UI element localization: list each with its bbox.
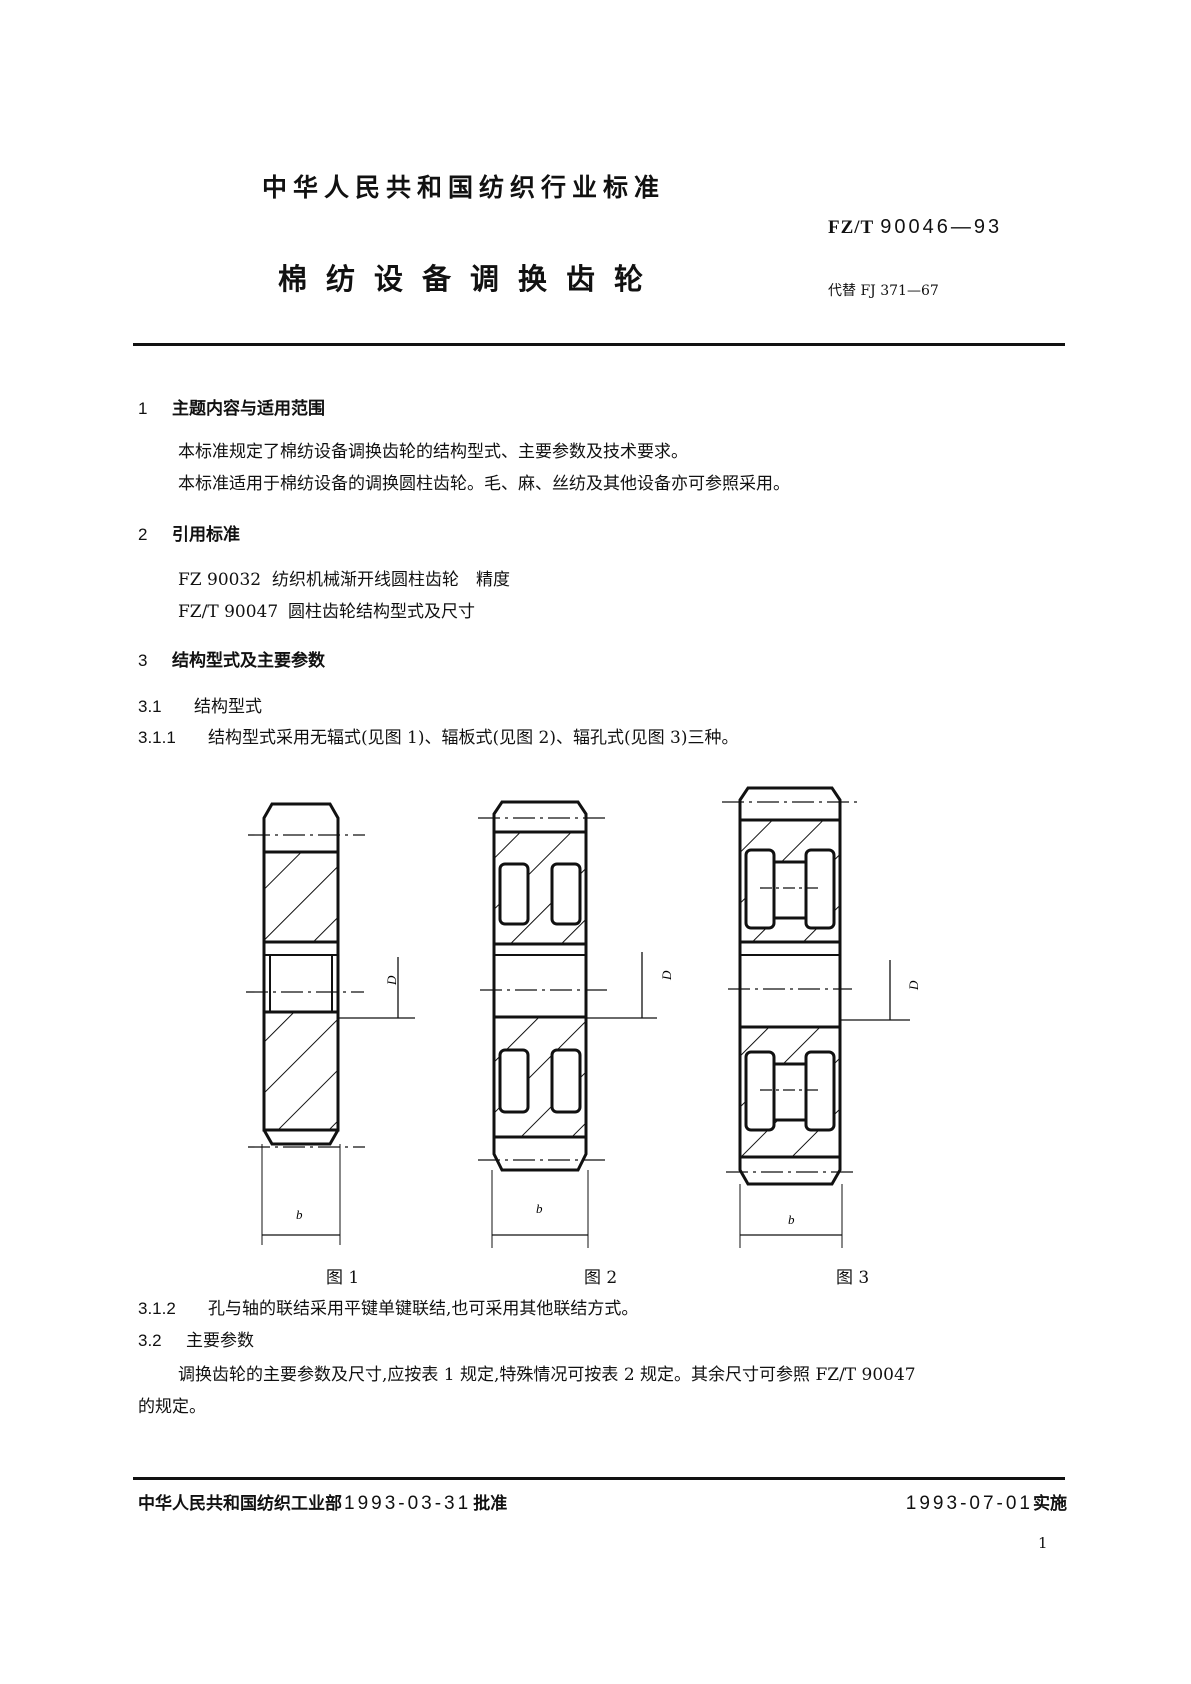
subsection-title: 结构型式 (194, 697, 262, 717)
replaces-standard: 代替 FJ 371—67 (828, 283, 939, 299)
effective-label: 实施 (1033, 1494, 1067, 1514)
figure-3-holed-web-gear (722, 786, 910, 1248)
figure-3-width-dim: b (788, 1212, 795, 1227)
reference-item: FZ/T 90047 圆柱齿轮结构型式及尺寸 (178, 597, 475, 622)
clause-3-1-2: 3.1.2 孔与轴的联结采用平键单键联结,也可采用其他联结方式。 (138, 1294, 638, 1319)
clause-text: 结构型式采用无辐式(见图 1)、辐板式(见图 2)、辐孔式(见图 3)三种。 (208, 728, 739, 748)
subsection-number: 3.2 (138, 1331, 162, 1350)
section-1-paragraph-1: 本标准规定了棉纺设备调换齿轮的结构型式、主要参数及技术要求。 (178, 442, 688, 462)
document-title: 棉纺设备调换齿轮 (278, 262, 663, 296)
section-title: 结构型式及主要参数 (172, 651, 325, 671)
approve-date: 1993-03-31 (344, 1493, 472, 1514)
figure-2-bore-dim: D (659, 970, 674, 981)
figure-1-width-dim: b (296, 1207, 303, 1222)
reference-item: FZ 90032 纺织机械渐开线圆柱齿轮 精度 (178, 565, 510, 590)
issuer: 中华人民共和国纺织工业部 (138, 1494, 342, 1514)
figure-3-bore-dim: D (906, 980, 921, 991)
figure-1-bore-dim: D (384, 975, 399, 986)
figure-1-label: 图 1 (326, 1268, 360, 1288)
gear-figures: D b D b (246, 786, 921, 1248)
section-number: 3 (138, 651, 148, 670)
footer-divider (133, 1477, 1065, 1480)
standard-number: 90046—93 (880, 216, 1003, 238)
section-1-paragraph-2: 本标准适用于棉纺设备的调换圆柱齿轮。毛、麻、丝纺及其他设备亦可参照采用。 (178, 474, 790, 494)
section-2-heading: 2 引用标准 (138, 520, 240, 545)
clause-3-1-1: 3.1.1 结构型式采用无辐式(见图 1)、辐板式(见图 2)、辐孔式(见图 3)… (138, 723, 738, 748)
clause-number: 3.1.1 (138, 728, 176, 747)
figure-2-web-gear (478, 800, 657, 1248)
figure-2-width-dim: b (536, 1201, 543, 1216)
section-3-2-heading: 3.2 主要参数 (138, 1326, 254, 1351)
standard-prefix: FZ/T (828, 217, 875, 238)
effective-date: 1993-07-01 (905, 1493, 1033, 1514)
clause-number: 3.1.2 (138, 1299, 176, 1318)
header-divider (133, 343, 1065, 346)
section-1-heading: 1 主题内容与适用范围 (138, 394, 325, 419)
subsection-number: 3.1 (138, 697, 162, 716)
page-number: 1 (1038, 1534, 1048, 1552)
section-3-2-paragraph-line-1: 调换齿轮的主要参数及尺寸,应按表 1 规定,特殊情况可按表 2 规定。其余尺寸可… (178, 1365, 916, 1385)
section-3-heading: 3 结构型式及主要参数 (138, 646, 325, 671)
effective-info: 1993-07-01实施 (906, 1489, 1067, 1515)
section-title: 引用标准 (172, 525, 240, 545)
section-title: 主题内容与适用范围 (172, 399, 325, 419)
reference-code: FZ/T 90047 (178, 602, 279, 622)
section-number: 1 (138, 399, 148, 418)
approve-label: 批准 (473, 1494, 508, 1514)
issuing-organization: 中华人民共和国纺织行业标准 (262, 173, 666, 202)
figure-1-solid-gear (246, 802, 415, 1245)
section-3-2-paragraph-line-2: 的规定。 (138, 1397, 206, 1417)
section-number: 2 (138, 525, 148, 544)
subsection-title: 主要参数 (186, 1331, 254, 1351)
section-3-1-heading: 3.1 结构型式 (138, 692, 262, 717)
figure-2-label: 图 2 (584, 1268, 618, 1288)
reference-name: 圆柱齿轮结构型式及尺寸 (288, 602, 475, 622)
reference-code: FZ 90032 (178, 570, 262, 590)
clause-text: 孔与轴的联结采用平键单键联结,也可采用其他联结方式。 (208, 1299, 639, 1319)
figure-3-label: 图 3 (836, 1268, 870, 1288)
reference-name: 纺织机械渐开线圆柱齿轮 精度 (272, 570, 510, 590)
